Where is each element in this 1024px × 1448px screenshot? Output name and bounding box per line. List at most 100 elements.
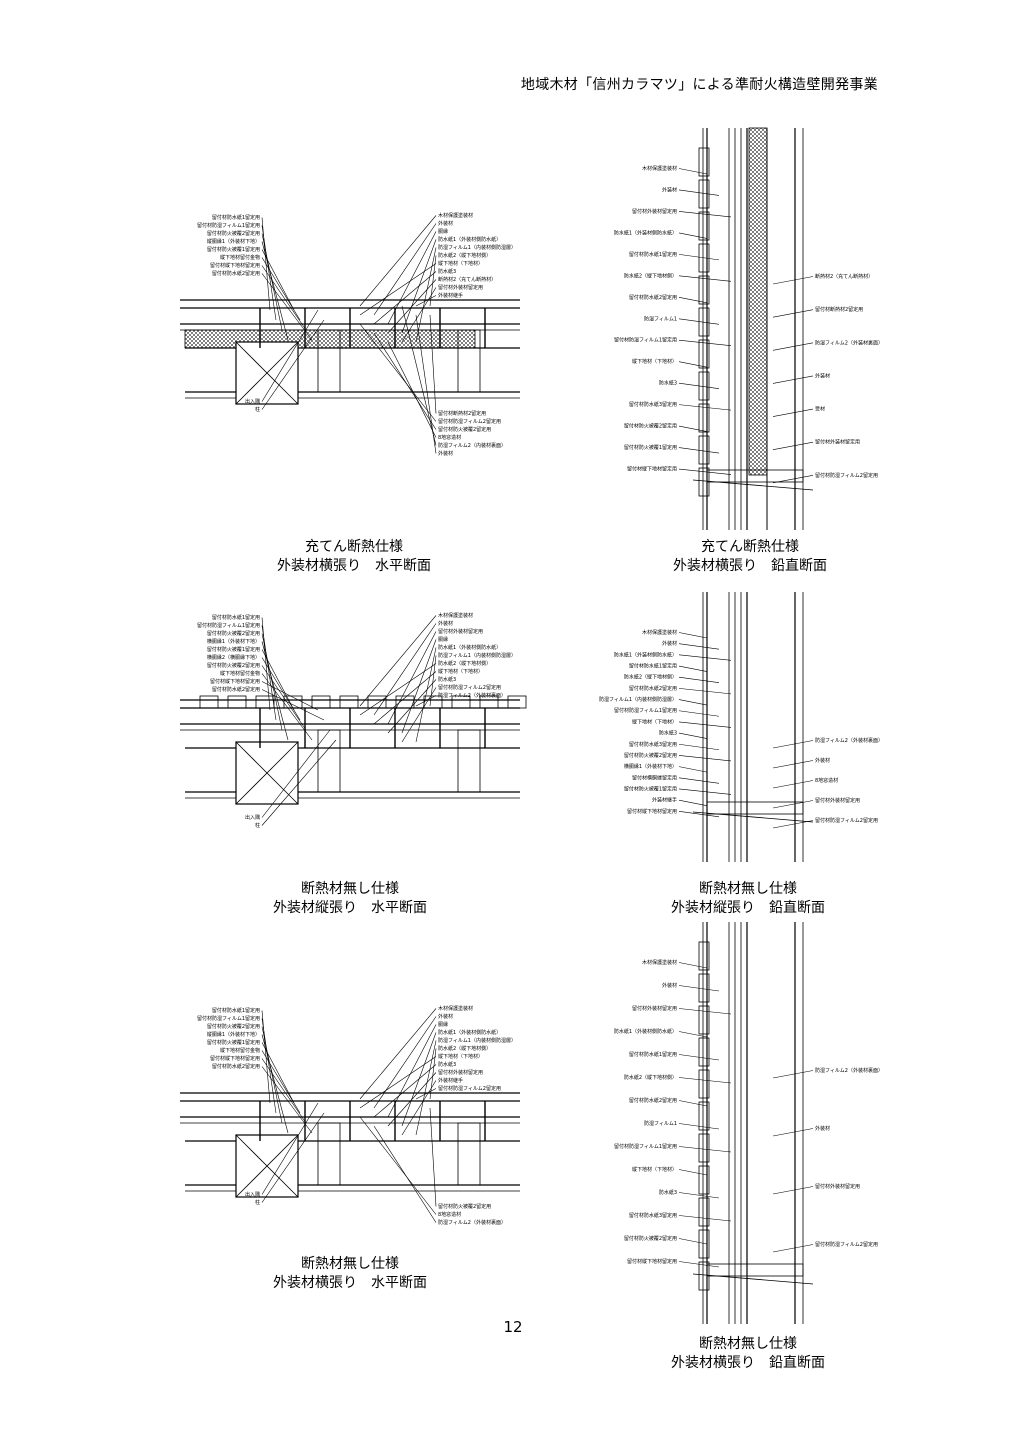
leader-line — [261, 233, 283, 331]
leader-line — [359, 663, 437, 716]
leader-line — [678, 632, 708, 639]
callout-label: 8地窓造材 — [438, 1211, 461, 1218]
callout-label: 外装材 — [815, 757, 830, 764]
callout-label: 防水紙1（外装材側防水紙） — [614, 1028, 677, 1035]
callout-label: 出入隅 — [245, 1191, 260, 1198]
leader-line — [678, 1169, 708, 1176]
leader-line — [373, 223, 437, 316]
leader-line — [261, 273, 313, 341]
callout-label: 外装材 — [438, 450, 453, 457]
caption-title: 断熱材無し仕様 — [699, 1336, 797, 1352]
cladding-board — [255, 695, 275, 709]
callout-label: 縦下地材（下地材） — [438, 260, 483, 267]
callout-label: 留付材防火被覆2留定用 — [624, 752, 677, 759]
callout-label: 留付材外装材留定用 — [815, 439, 860, 446]
callout-label: 防水紙3 — [659, 730, 677, 737]
flashing — [692, 811, 814, 823]
leader-line — [678, 1054, 720, 1061]
callout-label: 胴縁 — [438, 636, 448, 643]
callout-label: 柱 — [255, 406, 260, 413]
callout-label: 出入隅 — [245, 814, 260, 821]
leader-line — [373, 623, 437, 716]
callout-label: 木材保護塗装材 — [438, 612, 473, 619]
caption-subtitle: 外装材横張り 水平断面 — [277, 558, 431, 574]
callout-label: 留付材防湿フィルム2留定用 — [815, 472, 878, 479]
callout-label: 留付材縦下地材留定用 — [210, 1055, 260, 1062]
leader-line — [387, 679, 437, 734]
leader-line — [678, 168, 708, 175]
leader-line — [401, 687, 437, 743]
leader-line — [678, 743, 720, 751]
callout-label: 留付材防火被覆1留定用 — [624, 444, 677, 451]
leader-line — [678, 425, 708, 432]
leader-line — [772, 1128, 814, 1137]
callout-label: 留付材防水紙2留定用 — [212, 1063, 260, 1070]
callout-label: 外装材 — [815, 372, 830, 379]
callout-label: 防湿フィルム1 — [644, 1120, 677, 1127]
callout-label: 防水紙1（外装材側防水紙） — [438, 1029, 501, 1036]
callout-label: 防湿フィルム2（内装材裏面） — [438, 442, 506, 449]
leader-line — [678, 688, 732, 695]
callout-label: 柱 — [255, 1199, 260, 1206]
callout-label: 断熱材2（充てん断熱材） — [438, 276, 496, 283]
document-header: 地域木材「信州カラマツ」による準耐火構造壁開発事業 — [520, 77, 878, 93]
cladding-board — [451, 695, 471, 709]
caption-p3: 断熱材無し仕様 外装材縦張り 水平断面 — [220, 880, 480, 918]
callout-label: 木材保護塗装材 — [642, 165, 677, 172]
leader-line — [678, 985, 720, 992]
callout-label: 外装材 — [662, 640, 677, 647]
leader-line — [387, 631, 437, 725]
caption-p2: 充てん断熱仕様 外装材横張り 鉛直断面 — [620, 538, 880, 576]
leader-line — [261, 649, 295, 711]
callout-label: 防水紙1（外装材側防水紙） — [614, 229, 677, 236]
callout-label: 防湿フィルム1（内装材側防湿層） — [438, 244, 516, 251]
leader-line — [401, 287, 437, 343]
callout-label: 防湿フィルム1（内装材側防湿層） — [599, 696, 677, 703]
leader-line — [678, 755, 732, 762]
callout-label: 縦下地材留付金物 — [220, 670, 260, 677]
callout-label: 外装材 — [438, 220, 453, 227]
callout-label: 留付材外装材留定用 — [438, 1069, 483, 1076]
stud — [317, 729, 341, 793]
stud — [457, 329, 481, 393]
callout-label: 断熱材2（充てん断熱材） — [815, 273, 873, 280]
callout-label: 防水紙1（外装材側防水紙） — [614, 651, 677, 658]
siding-board — [698, 941, 710, 971]
callout-label: 木材保護塗装材 — [642, 959, 677, 966]
caption-subtitle: 外装材縦張り 水平断面 — [273, 900, 427, 916]
leader-line — [261, 729, 331, 818]
leader-line — [772, 1070, 814, 1079]
stud — [457, 729, 481, 793]
leader-line — [359, 323, 437, 422]
callout-label: 留付材防火被覆2留定用 — [207, 630, 260, 637]
leader-line — [678, 275, 732, 282]
callout-label: 防水紙3 — [438, 1061, 456, 1068]
callout-label: 防湿フィルム2（外装材裏面） — [438, 1219, 506, 1226]
callout-label: 留付材防水紙1留定用 — [212, 214, 260, 221]
callout-label: 横胴縁2（横胴縁下地） — [207, 654, 260, 661]
leader-line — [678, 468, 732, 475]
leader-line — [772, 408, 814, 417]
leader-line — [261, 739, 337, 826]
leader-line — [678, 732, 708, 739]
leader-line — [678, 654, 732, 661]
leader-line — [678, 361, 708, 368]
leader-line — [401, 305, 437, 446]
caption-title: 断熱材無し仕様 — [301, 881, 399, 897]
leader-line — [678, 1123, 720, 1130]
caption-p4: 断熱材無し仕様 外装材縦張り 鉛直断面 — [618, 880, 878, 918]
leader-line — [359, 215, 437, 307]
cladding-board — [395, 695, 415, 709]
callout-label: 留付材防湿フィルム2留定用 — [438, 1085, 501, 1092]
callout-label: 防湿フィルム1（内装材側防湿層） — [438, 652, 516, 659]
leader-line — [772, 375, 814, 384]
callout-label: 留付材防湿フィルム2留定用 — [438, 418, 501, 425]
leader-line — [772, 475, 814, 484]
siding-board — [698, 1005, 710, 1035]
leader-line — [261, 1042, 295, 1104]
callout-label: 縦下地材（下地材） — [438, 668, 483, 675]
cladding-board — [311, 695, 331, 709]
callout-label: 出入隅 — [245, 398, 260, 405]
leader-line — [261, 673, 313, 741]
leader-line — [415, 1040, 437, 1136]
